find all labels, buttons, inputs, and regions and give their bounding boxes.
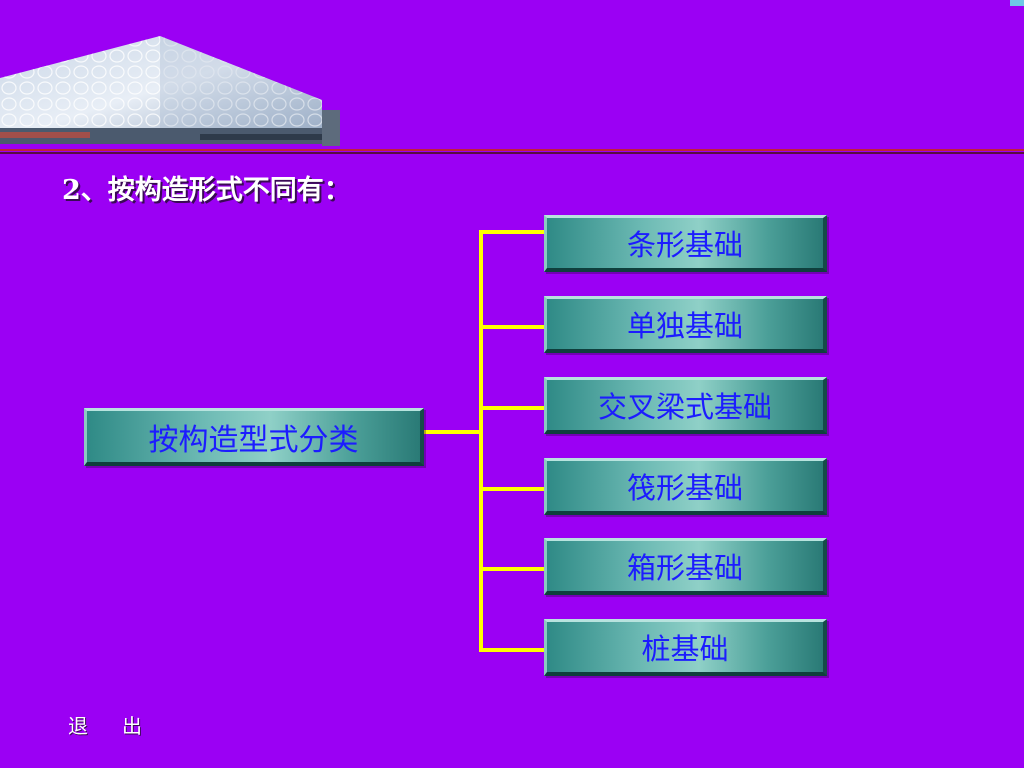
- exit-label-char-1: 退: [68, 714, 88, 738]
- root-node-construction-type: 按构造型式分类: [84, 408, 424, 466]
- node-box-foundation: 箱形基础: [544, 538, 827, 595]
- exit-label-char-2: 出: [122, 714, 142, 738]
- node-cross-beam-foundation: 交叉梁式基础: [544, 377, 827, 434]
- node-pile-foundation: 桩基础: [544, 619, 827, 676]
- node-raft-foundation: 筏形基础: [544, 458, 827, 515]
- corner-mark: [1010, 0, 1024, 6]
- header-building-photo: [0, 36, 340, 146]
- page-title: 2、按构造形式不同有：: [62, 175, 351, 206]
- node-strip-foundation: 条形基础: [544, 215, 827, 272]
- header-divider-line: [0, 149, 1024, 154]
- exit-button[interactable]: 退出: [68, 710, 176, 739]
- node-isolated-foundation: 单独基础: [544, 296, 827, 353]
